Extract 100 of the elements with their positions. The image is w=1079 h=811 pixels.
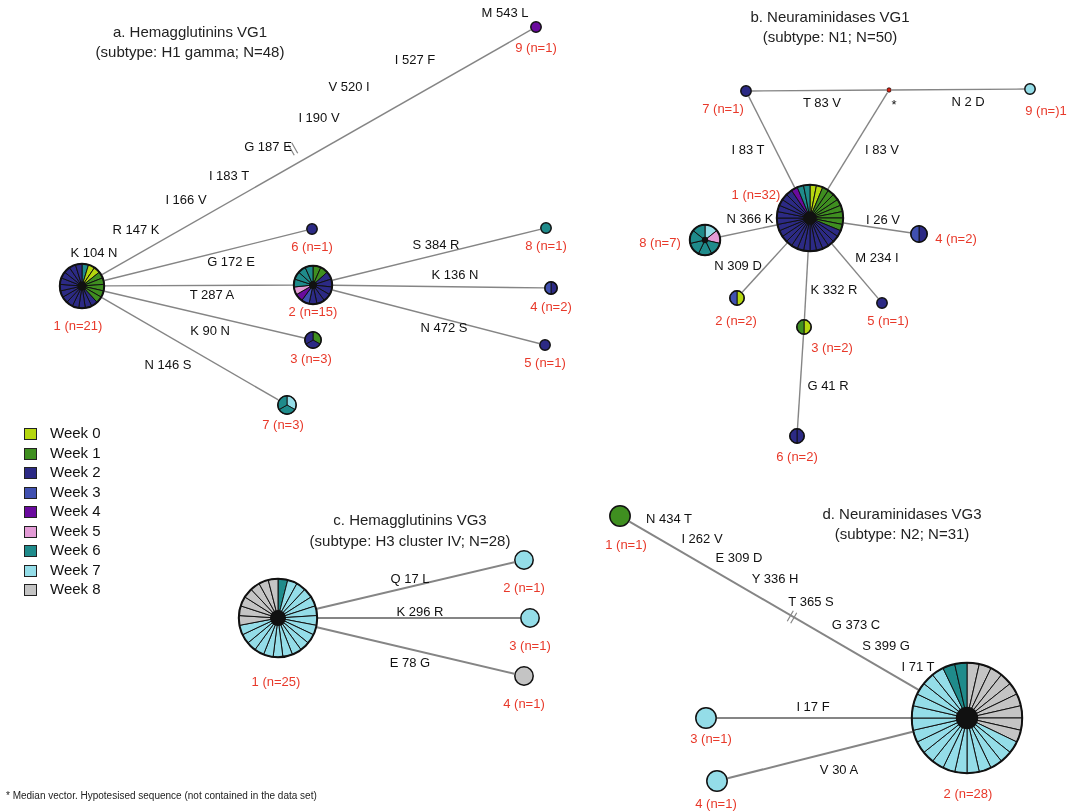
connector-line — [748, 95, 796, 189]
haplotype-label: 1 (n=25) — [251, 674, 301, 688]
legend-label: Week 8 — [50, 581, 101, 596]
mutation-label: I 166 V — [165, 192, 207, 206]
haplotype-label: 2 (n=15) — [288, 304, 338, 318]
mutation-label: G 172 E — [207, 254, 255, 268]
haplotype-pie — [293, 265, 333, 305]
legend-label: Week 4 — [50, 503, 101, 518]
panel-subtitle: (subtype: H1 gamma; N=48) — [95, 43, 285, 59]
mutation-label: S 384 R — [412, 237, 460, 251]
connector-line — [104, 284, 294, 287]
haplotype-pie — [695, 707, 717, 729]
mutation-label: K 104 N — [70, 245, 118, 259]
haplotype-label: 1 (n=21) — [53, 318, 103, 332]
mutation-label: T 83 V — [802, 95, 842, 109]
mutation-label: I 26 V — [866, 212, 900, 226]
mutation-label: K 136 N — [431, 267, 479, 281]
legend-label: Week 6 — [50, 542, 101, 557]
mutation-label: N 146 S — [144, 357, 192, 371]
haplotype-pie — [1024, 83, 1036, 95]
panel-title: (subtype: N1; N=50) — [762, 28, 898, 44]
legend-label: Week 3 — [50, 483, 101, 499]
haplotype-label: 1 (n=1) — [605, 537, 647, 551]
mutation-label: T 365 S — [788, 594, 834, 608]
mutation-label: E 309 D — [715, 550, 763, 564]
haplotype-pie — [520, 608, 540, 628]
connector-line — [101, 29, 532, 276]
legend-label: Week 0 — [50, 425, 101, 440]
mutation-label: I 83 T — [731, 142, 765, 156]
mutation-label: K 90 N — [190, 323, 230, 337]
mutation-label: N 309 D — [714, 258, 762, 272]
connector-line — [719, 224, 778, 238]
mutation-label: I 190 V — [298, 110, 340, 124]
haplotype-label: 2 (n=1) — [503, 580, 545, 594]
connector-line — [831, 243, 879, 300]
panel-title: (subtype: N2; N=31) — [834, 525, 970, 541]
haplotype-pie — [876, 297, 888, 309]
legend-label: Week 1 — [50, 444, 101, 460]
panel-subtitle: c. Hemagglutinins VG3 — [333, 511, 487, 527]
haplotype-pie — [729, 290, 745, 306]
mutation-label: M 234 I — [855, 250, 899, 264]
mutation-label: N 2 D — [951, 94, 985, 108]
mutation-label: I 71 T — [901, 659, 935, 673]
mutation-label: T 287 A — [189, 287, 235, 301]
mutation-label: G 187 E — [244, 139, 292, 153]
connector-line — [331, 289, 540, 345]
haplotype-label: 3 (n=3) — [290, 351, 332, 365]
haplotype-label: 8 (n=1) — [525, 238, 567, 252]
haplotype-label: 5 (n=1) — [867, 313, 909, 327]
haplotype-label: 9 (n=1) — [515, 40, 557, 54]
mutation-label: V 520 I — [328, 79, 370, 93]
mutation-label: K 332 R — [810, 282, 858, 296]
mutation-label: I 262 V — [681, 531, 723, 545]
mutation-label: G 373 C — [831, 617, 881, 631]
panel-subtitle: d. Neuraminidases VG3 — [822, 505, 982, 521]
haplotype-label: 4 (n=2) — [530, 299, 572, 313]
haplotype-label: 7 (n=3) — [262, 417, 304, 431]
haplotype-label: 3 (n=1) — [690, 731, 732, 745]
haplotype-pie — [238, 578, 318, 658]
haplotype-label: 4 (n=1) — [695, 796, 737, 810]
haplotype-pie — [789, 428, 805, 444]
haplotype-label: 2 (n=2) — [715, 313, 757, 327]
mutation-label: Y 336 H — [751, 571, 799, 585]
connector-line — [315, 561, 516, 610]
connector-line — [103, 290, 305, 339]
mutation-label: I 17 F — [796, 699, 830, 713]
haplotype-pie — [544, 281, 558, 295]
panel-subtitle: b. Neuraminidases VG1 — [750, 8, 910, 24]
haplotype-label: 4 (n=1) — [503, 696, 545, 710]
mutation-label: I 527 F — [394, 52, 436, 66]
connector-line — [751, 89, 887, 92]
footnote: * Median vector. Hypotesised sequence (not contained in the data set) — [6, 790, 317, 801]
connector-line — [332, 284, 545, 289]
haplotype-label: 2 (n=28) — [943, 786, 993, 800]
mutation-label: I 83 V — [865, 142, 899, 156]
mutation-label: E 78 G — [389, 655, 431, 669]
haplotype-label: 6 (n=2) — [776, 449, 818, 463]
mutation-label: M 543 L — [481, 5, 529, 19]
haplotype-label: 6 (n=1) — [291, 239, 333, 253]
haplotype-pie — [740, 85, 752, 97]
connector-line — [726, 730, 914, 780]
connector-line — [827, 91, 889, 190]
connector-line — [315, 626, 516, 675]
connector-line — [891, 88, 1025, 91]
mutation-label: I 183 T — [208, 168, 250, 182]
haplotype-pie — [59, 263, 105, 309]
haplotype-pie — [539, 339, 551, 351]
connector-line — [796, 334, 805, 429]
connector-line — [803, 251, 809, 320]
mutation-label: K 296 R — [396, 604, 444, 618]
connector-line — [741, 242, 788, 293]
haplotype-pie — [689, 224, 721, 256]
mutation-label: R 147 K — [112, 222, 160, 236]
haplotype-label: 7 (n=1) — [702, 101, 744, 115]
haplotype-pie — [530, 21, 542, 33]
legend-label: Week 2 — [50, 464, 101, 479]
haplotype-label: 5 (n=1) — [524, 355, 566, 369]
haplotype-pie — [540, 222, 552, 234]
haplotype-pie — [796, 319, 812, 335]
haplotype-label: 9 (n=)1 — [1025, 103, 1067, 117]
